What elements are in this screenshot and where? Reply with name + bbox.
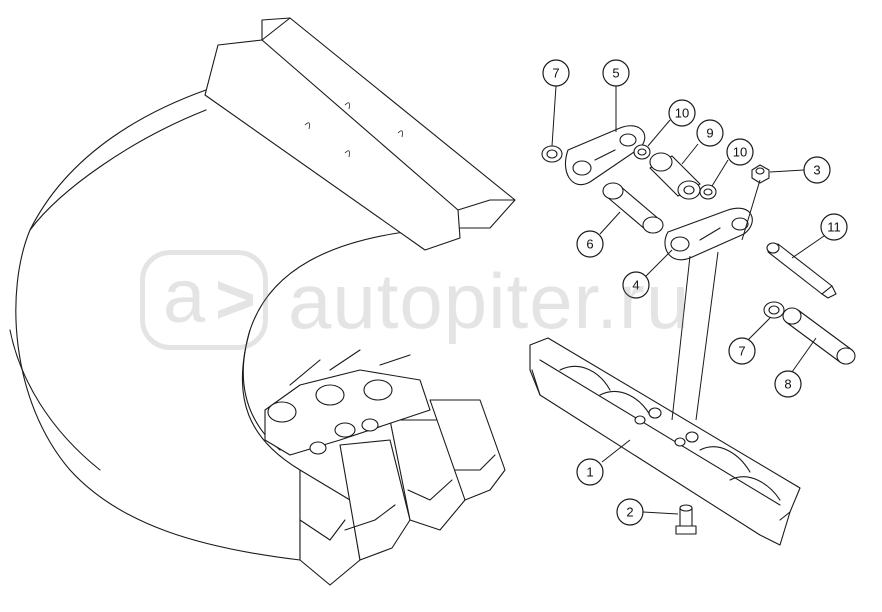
callout-2: 2 xyxy=(616,498,679,526)
svg-text:10: 10 xyxy=(675,106,689,121)
part-8-pin xyxy=(782,307,856,365)
part-7-washer-lower xyxy=(763,301,785,319)
callout-9: 9 xyxy=(681,119,724,165)
svg-text:3: 3 xyxy=(813,163,820,178)
callout-7-upper: 7 xyxy=(542,59,570,147)
bucket-lip-assembly xyxy=(264,349,431,456)
svg-text:2: 2 xyxy=(626,505,633,520)
svg-text:7: 7 xyxy=(738,344,745,359)
part-10-washer-b xyxy=(699,184,717,200)
part-4-link-plate xyxy=(664,207,753,261)
assembly-guide-lines xyxy=(671,179,761,421)
part-11-bolt xyxy=(766,242,837,299)
svg-text:11: 11 xyxy=(827,220,841,235)
callout-3: 3 xyxy=(769,156,831,184)
svg-text:10: 10 xyxy=(733,145,747,160)
svg-text:9: 9 xyxy=(706,126,713,141)
bucket-teeth xyxy=(299,399,506,586)
part-1-adapter-base xyxy=(529,337,801,546)
callout-11: 11 xyxy=(791,213,848,259)
bucket-top-plate xyxy=(204,17,516,251)
svg-text:1: 1 xyxy=(586,465,593,480)
callout-8: 8 xyxy=(774,337,817,398)
callout-6: 6 xyxy=(576,211,621,258)
callout-5: 5 xyxy=(602,59,630,132)
part-2-bolt xyxy=(675,504,697,535)
svg-text:6: 6 xyxy=(586,237,593,252)
callout-1: 1 xyxy=(576,439,631,486)
svg-text:4: 4 xyxy=(632,278,639,293)
part-9-bushing xyxy=(649,152,701,200)
callout-10-left: 10 xyxy=(647,99,696,147)
callout-10-right: 10 xyxy=(711,138,754,187)
callout-4: 4 xyxy=(622,249,673,299)
svg-text:5: 5 xyxy=(612,66,619,81)
part-10-washer-a xyxy=(633,144,651,160)
part-6-pin xyxy=(602,182,664,234)
part-3-nut xyxy=(751,164,770,184)
callout-7-lower: 7 xyxy=(728,317,771,365)
part-7-washer-upper xyxy=(541,145,563,163)
part-5-link-plate xyxy=(564,125,646,186)
svg-text:7: 7 xyxy=(552,66,559,81)
svg-text:8: 8 xyxy=(784,377,791,392)
